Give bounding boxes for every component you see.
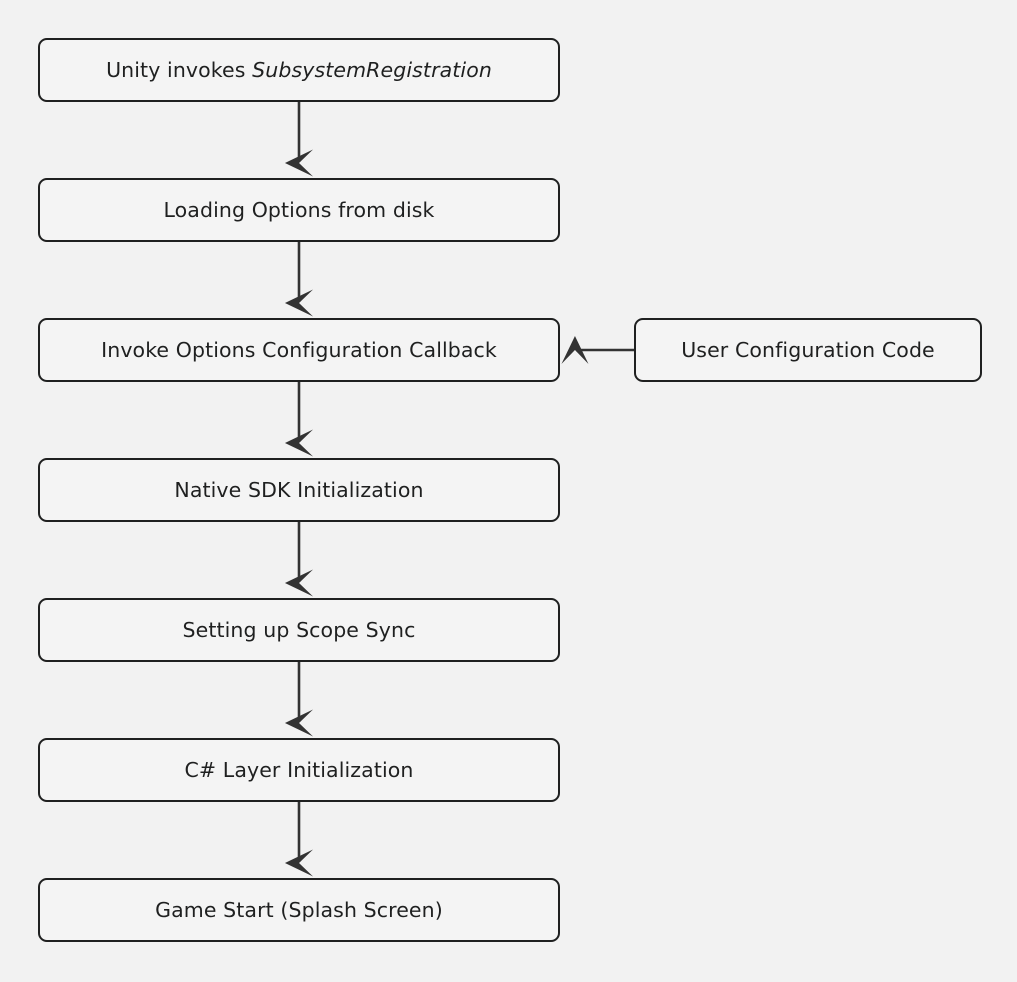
node-label: Invoke Options Configuration Callback (101, 337, 497, 362)
node-label: User Configuration Code (681, 337, 935, 362)
node-scope-sync[interactable]: Setting up Scope Sync (38, 598, 560, 662)
node-csharp-layer-init[interactable]: C# Layer Initialization (38, 738, 560, 802)
node-label: C# Layer Initialization (184, 757, 414, 782)
node-label: Unity invokes SubsystemRegistration (106, 58, 492, 83)
node-label: Game Start (Splash Screen) (155, 897, 443, 922)
node-invoke-options-callback[interactable]: Invoke Options Configuration Callback (38, 318, 560, 382)
node-subsystem-registration[interactable]: Unity invokes SubsystemRegistration (38, 38, 560, 102)
node-game-start[interactable]: Game Start (Splash Screen) (38, 878, 560, 942)
node-user-configuration-code[interactable]: User Configuration Code (634, 318, 982, 382)
node-label: Loading Options from disk (163, 197, 435, 222)
node-label-text: Unity invokes (106, 57, 253, 82)
node-label: Setting up Scope Sync (182, 617, 416, 642)
node-label-emphasis: SubsystemRegistration (252, 57, 492, 82)
node-label: Native SDK Initialization (174, 477, 424, 502)
node-native-sdk-init[interactable]: Native SDK Initialization (38, 458, 560, 522)
node-loading-options[interactable]: Loading Options from disk (38, 178, 560, 242)
